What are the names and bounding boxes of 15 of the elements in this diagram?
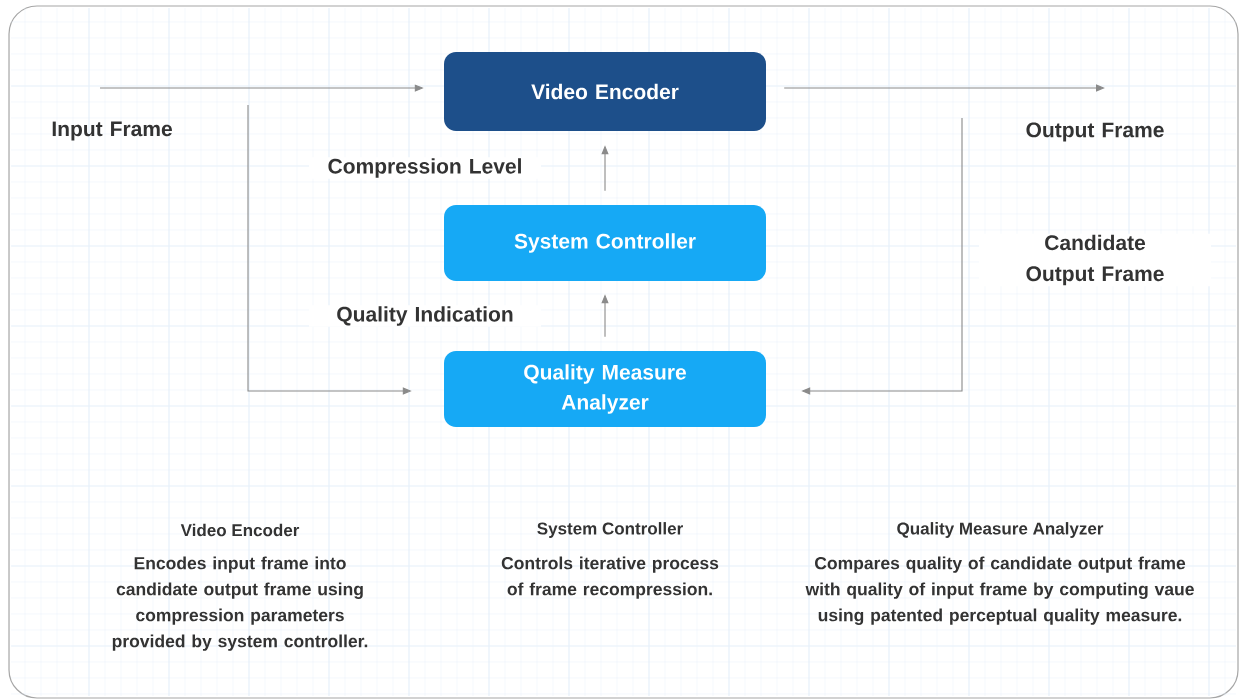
frame-label: Input Frame [52,121,172,141]
process-box: Video Encoder [444,52,766,131]
edge-label: Quality Indication [309,305,541,327]
edge-label: Compression Level [309,157,541,179]
process-box: System Controller [444,205,766,281]
description-heading: System Controller [537,522,683,538]
description-heading: Quality Measure Analyzer [897,522,1104,538]
frame-label: Output Frame [1026,122,1164,142]
description-text: Compares quality of candidate output frame with quality of input frame by computing vaue using patented perceptual quality measure. [805,556,1194,625]
edge-label: Candidate Output Frame [979,233,1211,287]
process-box: Quality Measure Analyzer [444,351,766,427]
description-text: Controls iterative process of frame recompression. [501,556,719,599]
arrow [783,84,1105,92]
description-heading: Video Encoder [180,523,300,537]
description-text: Encodes input frame into candidate output frame using compression parameters provided by system controller. [112,556,368,651]
